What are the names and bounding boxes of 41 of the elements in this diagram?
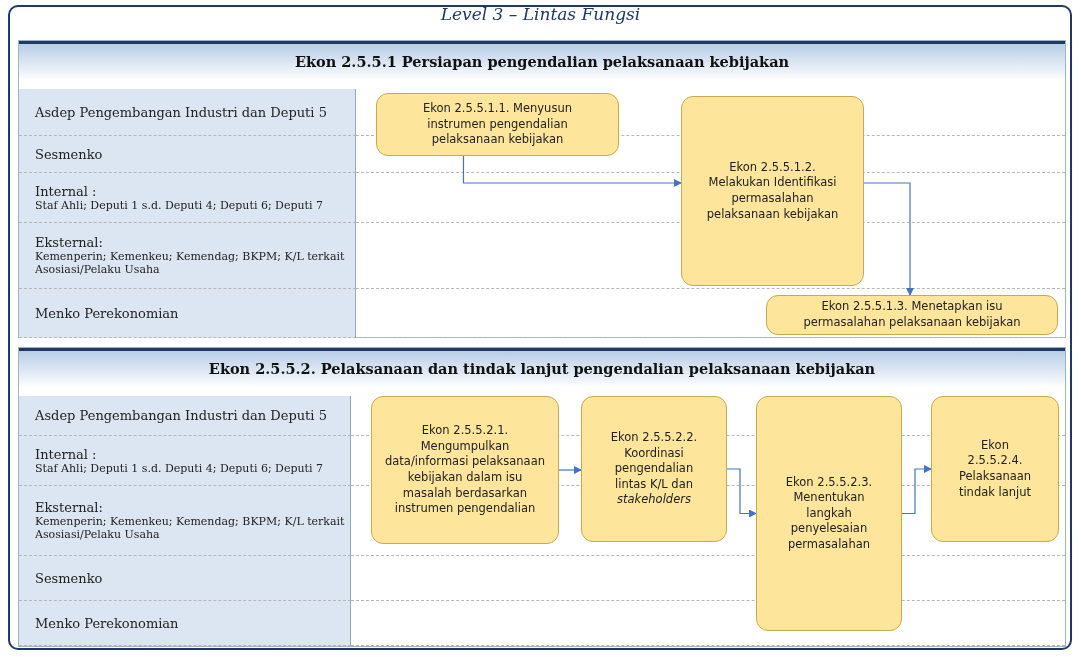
lane-header [19, 601, 351, 646]
lane-header [19, 396, 351, 436]
process-box: Ekon 2.5.5.2.4. Pelaksanaan tindak lanjut [931, 396, 1059, 542]
lane-header [19, 486, 351, 556]
lane-label: Kemenperin; Kemenkeu; Kemendag; BKPM; K/L terkait Asosiasi/Pelaku Usaha [35, 250, 346, 276]
arrow [901, 465, 932, 515]
lane-label: Sesmenko [35, 146, 104, 162]
lane-label: Kemenperin; Kemenkeu; Kemendag; BKPM; K/L terkait Asosiasi/Pelaku Usaha [35, 515, 346, 541]
lane-label: Staf Ahli; Deputi 1 s.d. Deputi 4; Deputi 6; Deputi 7 [35, 461, 324, 475]
lane-label: Internal : [35, 446, 98, 462]
lane-label: Staf Ahli; Deputi 1 s.d. Deputi 4; Deputi 6; Deputi 7 [35, 198, 324, 212]
arrow [726, 468, 757, 518]
diagram-title: Level 3 – Lintas Fungsi [439, 4, 642, 24]
lane-label: Eksternal: [35, 235, 104, 250]
section-heading: Ekon 2.5.5.1 Persiapan pengendalian pelaksanaan kebijakan [19, 41, 1065, 81]
process-box: Ekon 2.5.5.2.2. Koordinasi pengendalian lintas K/L dan stakeholders [581, 396, 727, 542]
process-box: Ekon 2.5.5.1.2. Melakukan Identifikasi permasalahan pelaksanaan kebijakan [681, 96, 864, 286]
process-box: Ekon 2.5.5.2.3. Menentukan langkah penyelesaian permasalahan [756, 396, 902, 631]
lane-header [19, 136, 356, 173]
arrow [558, 466, 582, 474]
lane-label: Menko Perekonomian [35, 305, 180, 321]
process-box: Ekon 2.5.5.2.1. Mengumpulkan data/informasi pelaksanaan kebijakan dalam isu masalah berdasarkan instrumen pengendalian [371, 396, 559, 544]
lane-header [19, 223, 356, 289]
lane-label: Sesmenko [35, 570, 104, 586]
lane-header [19, 436, 351, 486]
process-box: Ekon 2.5.5.1.3. Menetapkan isu permasalahan pelaksanaan kebijakan [766, 295, 1058, 335]
lane-label: Eksternal: [35, 500, 104, 515]
lane-label: Asdep Pengembangan Industri dan Deputi 5 [35, 408, 328, 423]
lane-label: Asdep Pengembangan Industri dan Deputi 5 [35, 104, 328, 120]
arrow [863, 182, 914, 296]
lane-label: Menko Perekonomian [35, 615, 180, 631]
lane-header [19, 556, 351, 601]
lane-header [19, 89, 356, 136]
lane-header [19, 173, 356, 223]
lane-label: Internal : [35, 183, 98, 199]
swimlane-panel [18, 40, 1066, 338]
arrow [462, 155, 682, 187]
process-box: Ekon 2.5.5.1.1. Menyusun instrumen pengendalian pelaksanaan kebijakan [376, 93, 619, 156]
swimlane-panel [18, 347, 1066, 647]
lane-header [19, 289, 356, 338]
section-heading: Ekon 2.5.5.2. Pelaksanaan dan tindak lanjut pengendalian pelaksanaan kebijakan [19, 348, 1065, 388]
